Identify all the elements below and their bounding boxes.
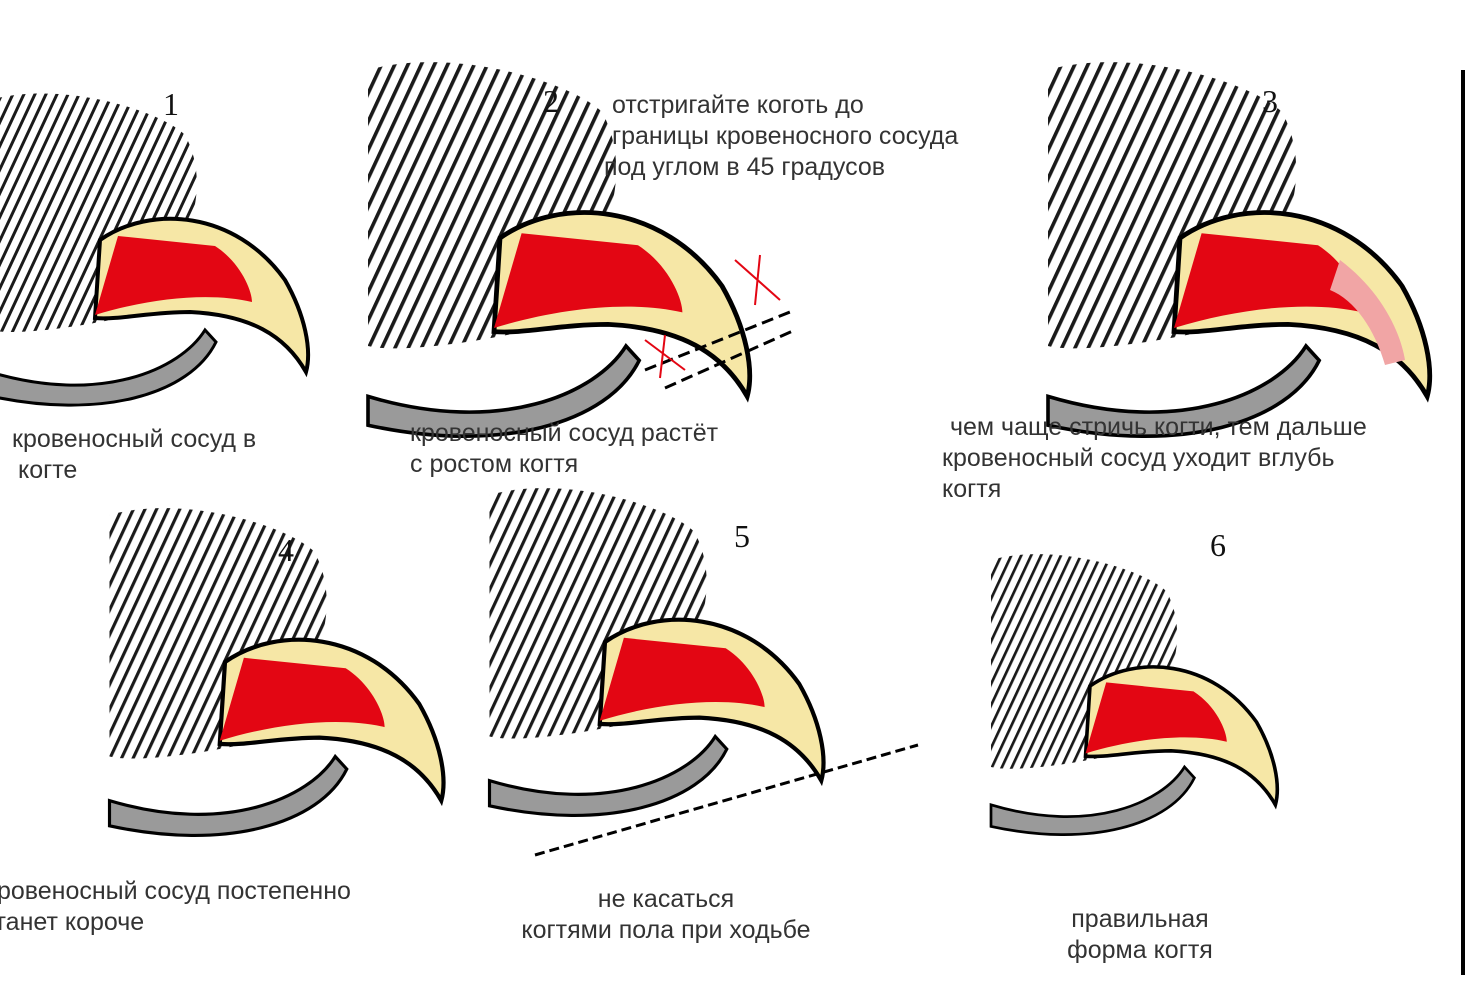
- floor-line: [534, 743, 919, 857]
- caption-3: чем чаще стричь когти, тем дальше кровен…: [942, 412, 1367, 505]
- note-line: границы кровеносного сосуда: [612, 122, 959, 150]
- cut-lines-2: [644, 310, 796, 390]
- caption-1: кровеносный сосуд в когте: [12, 424, 256, 486]
- caption-line: с ростом когтя: [410, 450, 579, 478]
- caption-line: кровеносный сосуд постепенно: [0, 877, 351, 905]
- caption-line: когтя: [942, 475, 1002, 503]
- caption-line: не касаться: [597, 885, 735, 913]
- caption-line: форма когтя: [1067, 936, 1213, 964]
- caption-line: чем чаще стричь когти, тем дальше: [950, 413, 1367, 441]
- caption-5: не касаться когтями пола при ходьбе: [496, 884, 836, 946]
- caption-line: кровеносный сосуд уходит вглубь: [942, 444, 1335, 472]
- caption-line: когтями пола при ходьбе: [521, 916, 811, 944]
- caption-line: когте: [18, 456, 78, 484]
- panel-number: 6: [1210, 527, 1226, 563]
- caption-line: кровеносный сосуд в: [12, 425, 257, 453]
- caption-4: кровеносный сосуд постепенно станет коро…: [0, 876, 351, 938]
- panel-1-illustration: [0, 91, 311, 408]
- caption-2: кровеносный сосуд растёт с ростом когтя: [410, 418, 718, 480]
- x-marks: [644, 254, 781, 379]
- cutting-instruction: отстригайте коготь до границы кровеносно…: [604, 90, 959, 183]
- panel-5-illustration: [490, 488, 824, 815]
- caption-line: станет короче: [0, 908, 145, 936]
- panel-number: 4: [278, 532, 294, 568]
- receded-quick: [1330, 260, 1405, 365]
- panel-4-illustration: [110, 508, 444, 835]
- panel-3-illustration: [1048, 62, 1430, 436]
- panel-number: 1: [163, 86, 179, 122]
- caption-line: правильная: [1071, 905, 1209, 933]
- panel-number: 3: [1262, 83, 1278, 119]
- note-line: под углом в 45 градусов: [604, 153, 886, 181]
- panel-number: 2: [543, 83, 559, 119]
- caption-line: кровеносный сосуд растёт: [410, 419, 719, 447]
- caption-6: правильная форма когтя: [1040, 904, 1240, 966]
- panel-number: 5: [734, 518, 750, 554]
- note-line: отстригайте коготь до: [612, 91, 864, 119]
- panel-6-illustration: [989, 552, 1280, 837]
- right-border: [1461, 70, 1465, 975]
